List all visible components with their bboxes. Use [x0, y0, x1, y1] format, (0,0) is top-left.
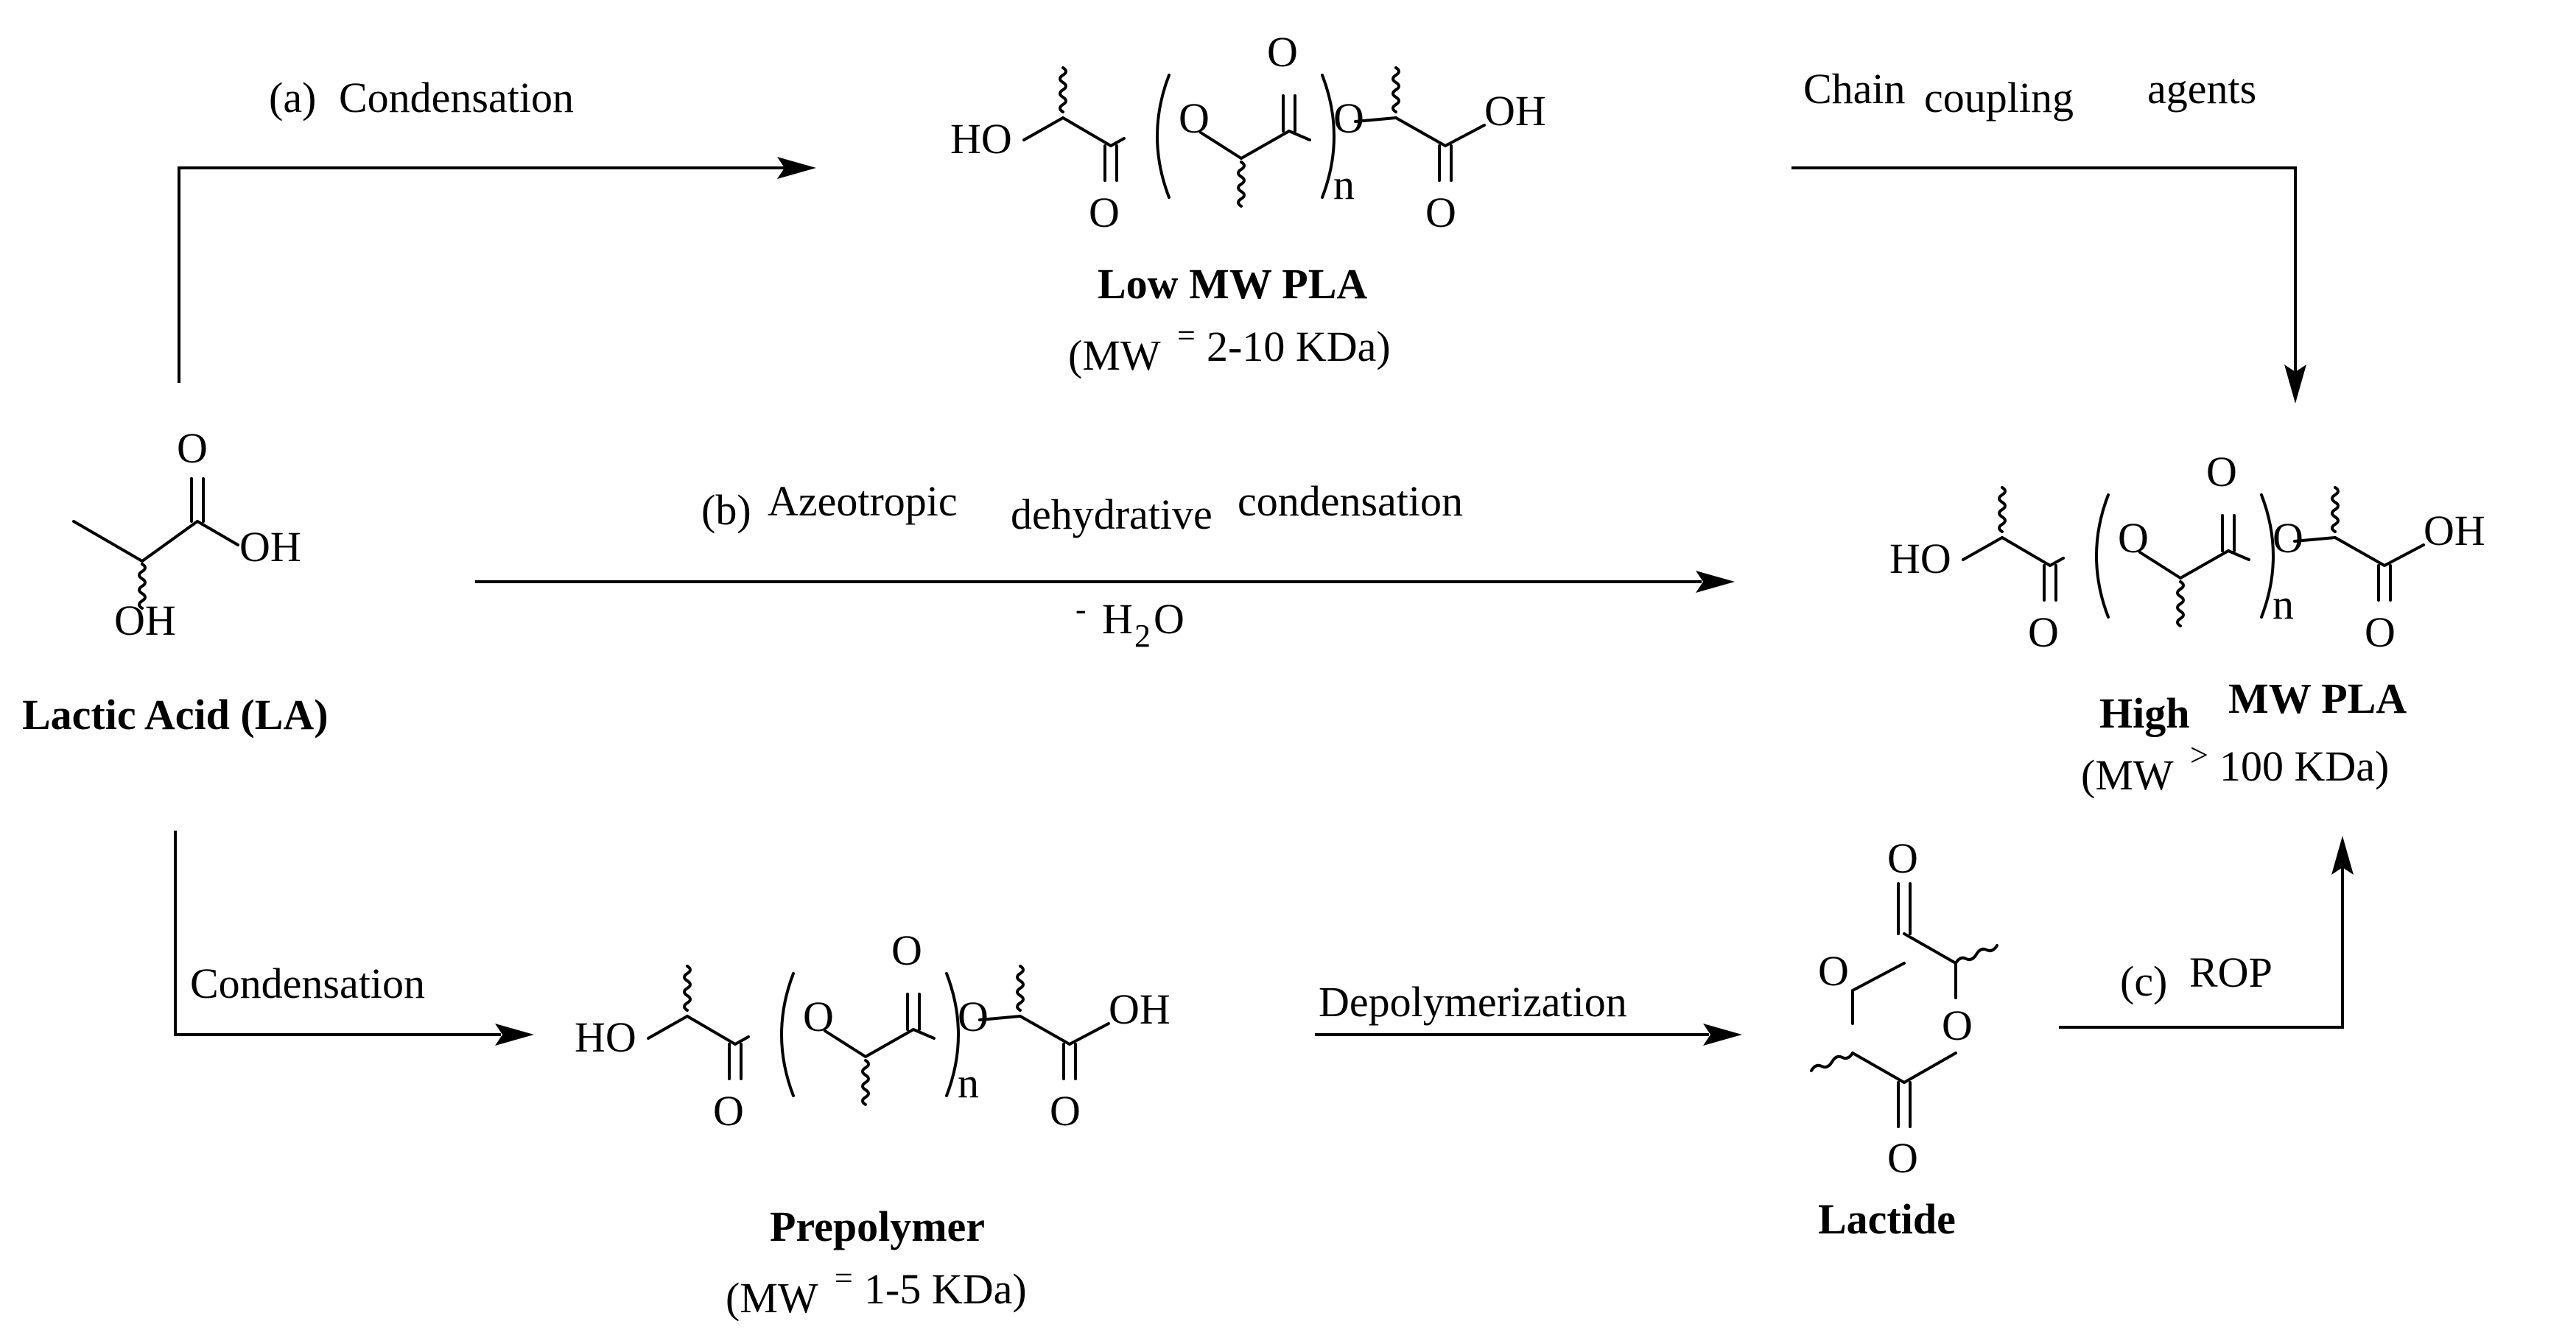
label-prepolymer-condensation: Condensation: [190, 960, 425, 1007]
low-pla-name: Low MW PLA: [1098, 260, 1367, 308]
low-pla-o4: O: [1333, 94, 1364, 142]
label-c-prefix: (c): [2120, 957, 2167, 1005]
high-pla-o5: O: [2365, 608, 2396, 656]
arrow-azeotropic: [475, 571, 1735, 593]
arrow-rop: [2059, 836, 2354, 1029]
high-pla-mw-sup: >: [2190, 737, 2208, 773]
prepoly-name: Prepolymer: [770, 1203, 985, 1250]
label-b-h: H: [1102, 595, 1133, 643]
low-pla-ho: HO: [950, 115, 1012, 163]
molecule-high-mw-pla: HO O O O n O OH O High MW PLA (MW > 100 …: [1889, 448, 2485, 799]
low-pla-mw-rest: 2-10 KDa): [1207, 323, 1391, 370]
label-depolymerization: Depolymerization: [1319, 978, 1627, 1026]
molecule-lactide: O O O O Lactide: [1810, 834, 1998, 1243]
low-pla-o1: O: [1179, 94, 1210, 142]
low-pla-mw-sup: =: [1177, 317, 1196, 353]
label-c-text: ROP: [2189, 948, 2273, 996]
prepoly-mw-rest: 1-5 KDa): [864, 1265, 1027, 1313]
high-pla-o3: O: [2028, 608, 2059, 656]
prepoly-o3: O: [713, 1087, 744, 1135]
lactide-o-ring-left: O: [1818, 947, 1849, 995]
high-pla-ho: HO: [1889, 535, 1951, 582]
lactic-oh-bottom: OH: [114, 596, 176, 644]
high-pla-o1: O: [2118, 514, 2149, 562]
prepoly-mw-open: (MW: [726, 1274, 818, 1322]
prepoly-oh: OH: [1109, 985, 1171, 1033]
lactide-o-top: O: [1887, 834, 1918, 882]
prepoly-o4: O: [958, 993, 989, 1041]
lactide-o-ring-right: O: [1942, 1001, 1973, 1049]
high-pla-o2: O: [2206, 448, 2237, 496]
label-b-sub: 2: [1134, 618, 1151, 654]
low-pla-mw-open: (MW: [1068, 331, 1161, 379]
molecule-prepolymer: HO O O O n O OH O Prepolymer (MW = 1-5 K…: [575, 926, 1171, 1322]
low-pla-oh: OH: [1484, 87, 1546, 135]
arrow-condensation-a: [178, 157, 816, 383]
lactide-name: Lactide: [1818, 1195, 1956, 1243]
label-condensation-a: (a) Condensation: [269, 74, 574, 122]
low-pla-n: n: [1333, 161, 1355, 208]
high-pla-o4: O: [2273, 514, 2303, 562]
label-b-prefix: (b): [701, 486, 751, 534]
lactic-o-top: O: [177, 424, 208, 472]
label-chain-3: agents: [2147, 65, 2256, 113]
label-b-1: Azeotropic: [768, 477, 958, 525]
arrow-chain-coupling: [1791, 166, 2306, 404]
arrow-prepolymer-condensation: [174, 831, 534, 1046]
prepoly-ho: HO: [575, 1013, 636, 1061]
label-b-2: dehydrative: [1011, 490, 1212, 538]
high-pla-mw-rest: 100 KDa): [2219, 742, 2389, 790]
label-azeotropic: (b) Azeotropic dehydrative condensation …: [701, 477, 1463, 654]
molecule-lactic-acid: O OH OH Lactic Acid (LA): [22, 424, 329, 739]
lactic-acid-name: Lactic Acid (LA): [22, 691, 329, 739]
low-pla-o3: O: [1089, 189, 1120, 236]
label-rop: (c) ROP: [2120, 948, 2273, 1005]
label-chain-1: Chain: [1803, 65, 1906, 113]
arrow-depolymerization: [1315, 1024, 1742, 1046]
high-pla-name-right: MW PLA: [2228, 675, 2407, 722]
high-pla-n: n: [2273, 580, 2294, 628]
label-b-o: O: [1154, 595, 1185, 643]
high-pla-oh: OH: [2424, 507, 2485, 554]
label-a-text: Condensation: [339, 74, 574, 122]
label-a-prefix: (a): [269, 74, 316, 122]
lactic-oh-right: OH: [239, 523, 301, 571]
low-pla-o2: O: [1267, 28, 1298, 76]
low-pla-o5: O: [1425, 189, 1456, 236]
prepoly-o2: O: [891, 926, 922, 974]
label-b-3: condensation: [1238, 477, 1463, 525]
prepoly-o5: O: [1050, 1087, 1081, 1135]
high-pla-name-left: High: [2099, 689, 2190, 737]
prepoly-mw-sup: =: [835, 1260, 853, 1296]
high-pla-mw-open: (MW: [2081, 751, 2174, 799]
label-chain-coupling: Chain coupling agents: [1803, 65, 2256, 122]
prepoly-n: n: [958, 1059, 979, 1107]
prepoly-o1: O: [803, 993, 834, 1041]
lactide-o-bottom: O: [1887, 1134, 1918, 1182]
molecule-low-mw-pla: HO O O O n O OH O Low MW PLA (MW = 2-10 …: [950, 28, 1546, 379]
label-chain-2: coupling: [1924, 74, 2074, 122]
label-b-minus: -: [1075, 591, 1087, 627]
